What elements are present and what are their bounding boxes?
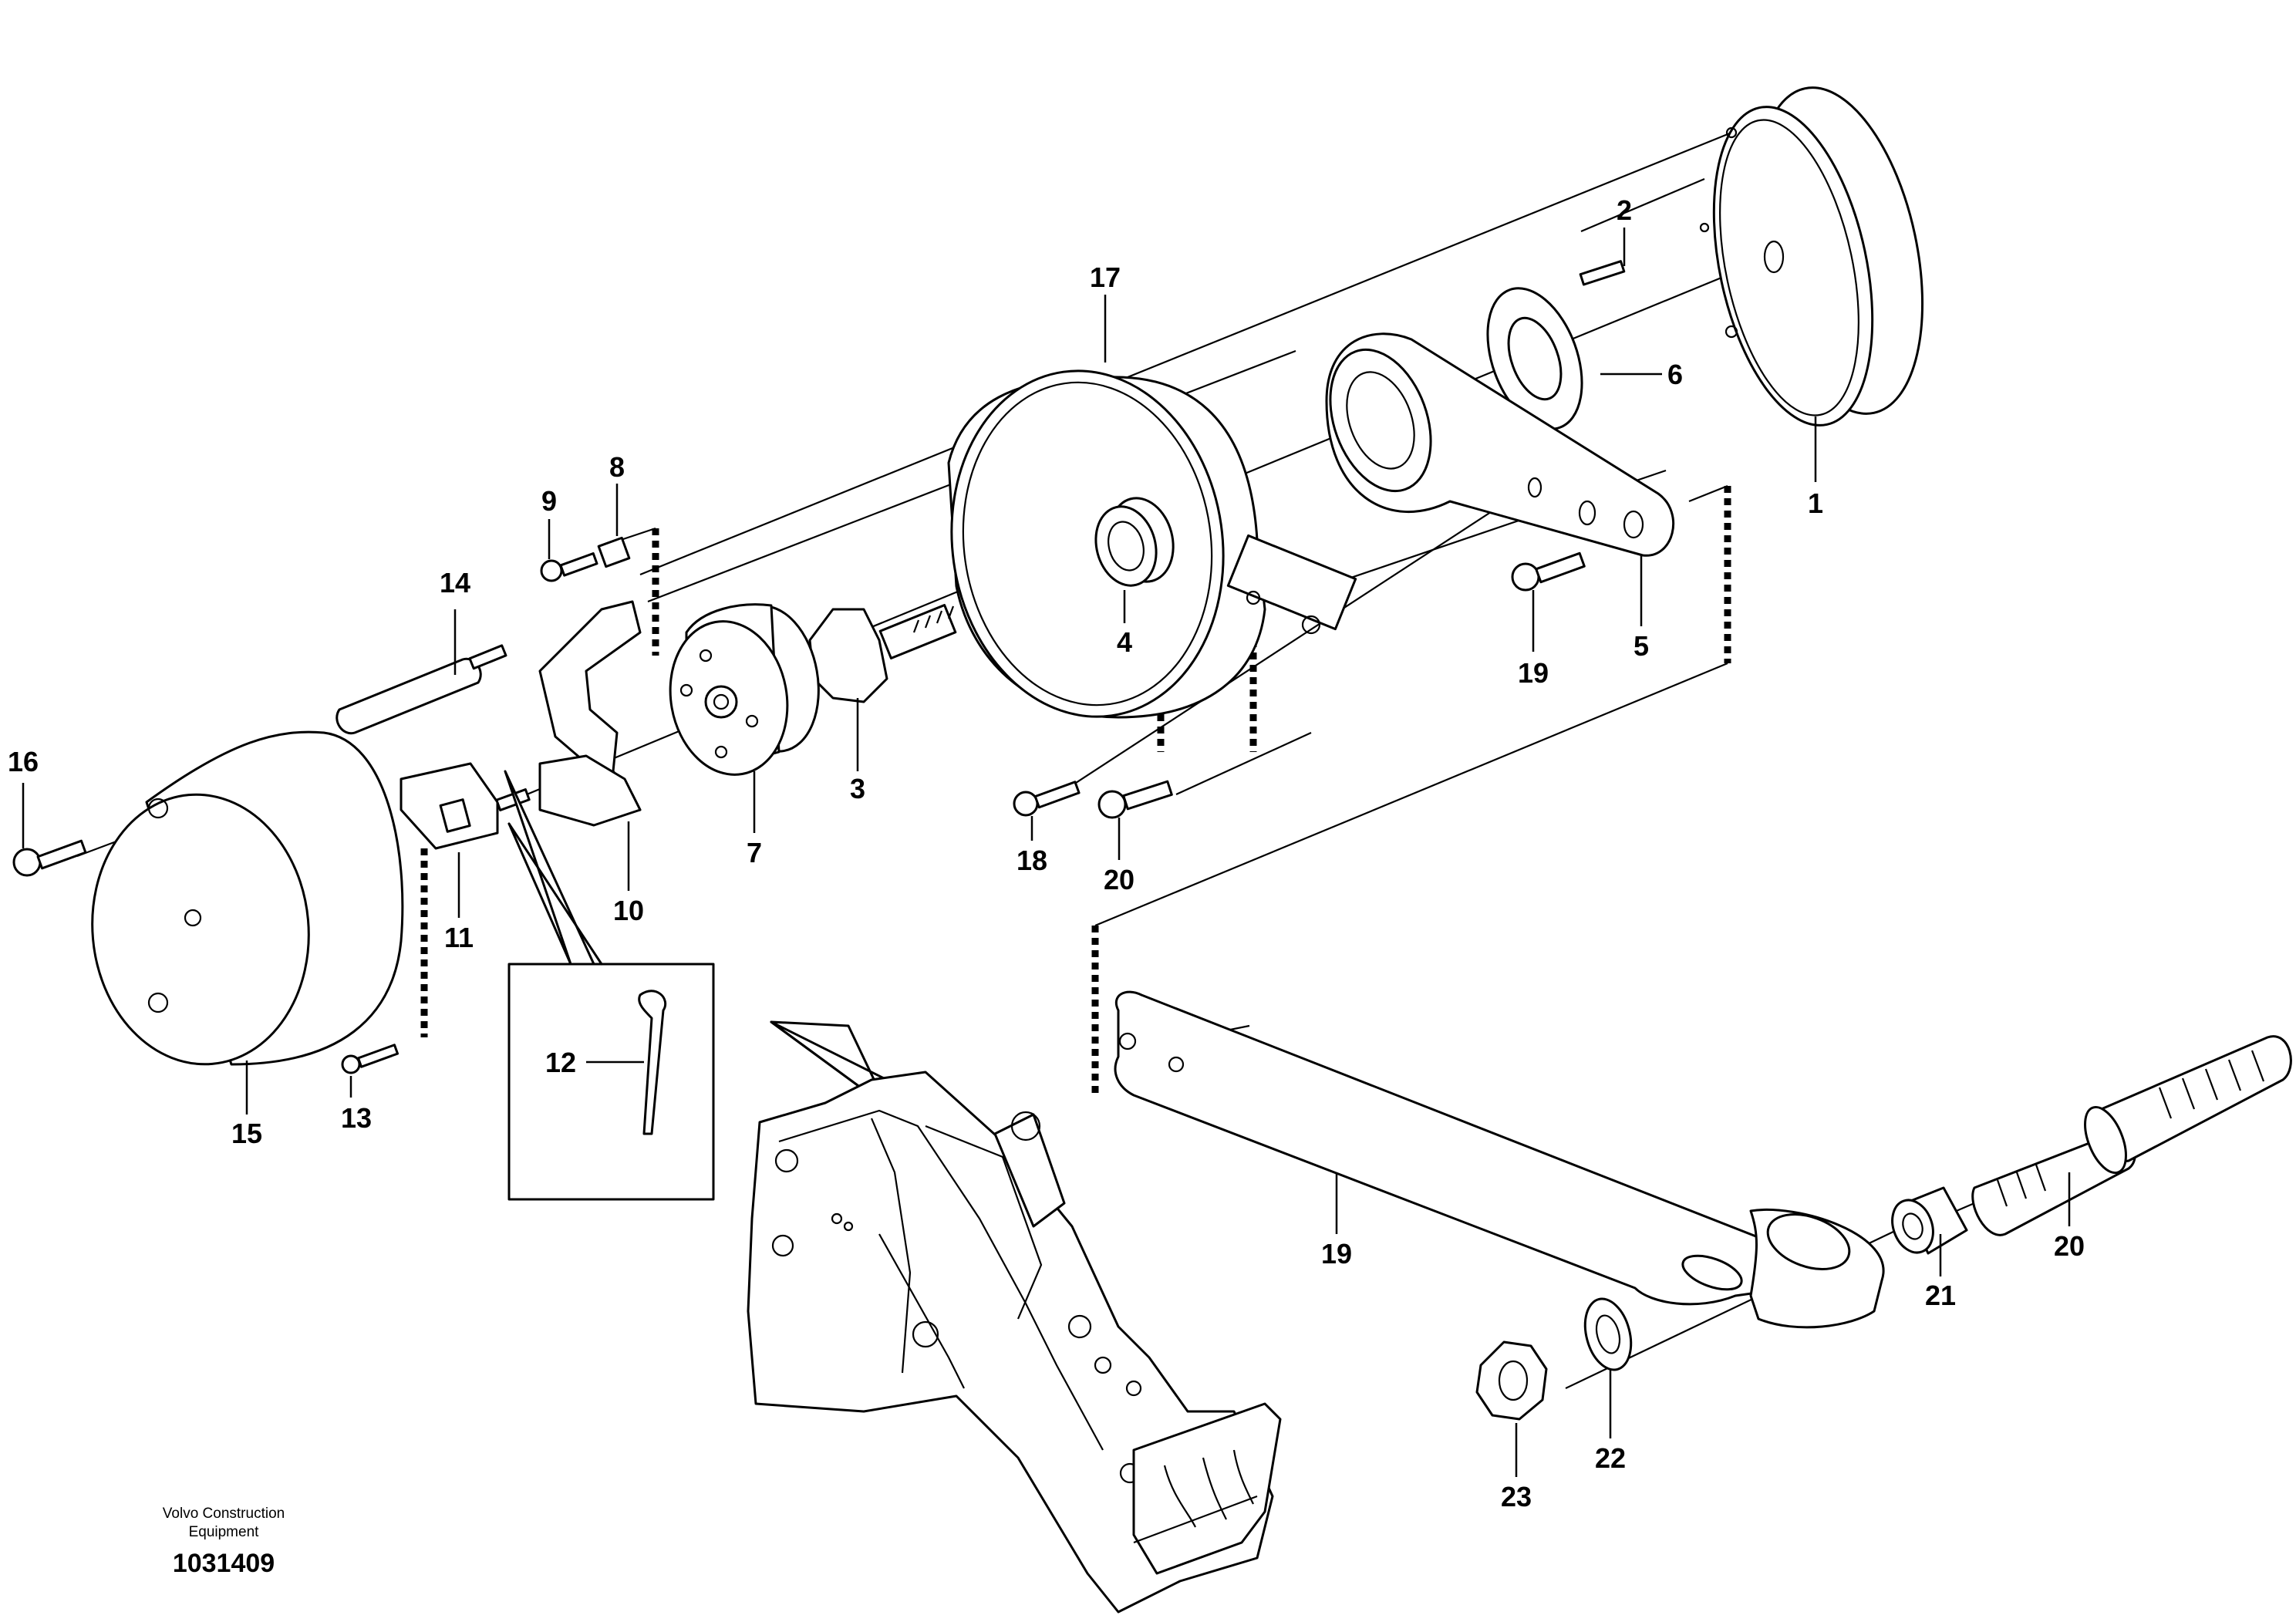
part-4-bushing [1094,497,1175,587]
part-11-sensor [400,762,531,850]
callout-22: 21 [1925,1280,1956,1311]
credit-line-1: Volvo Construction [163,1506,285,1522]
callout-labels: 1 2 3 4 5 6 7 8 9 10 11 12 13 14 15 16 1… [8,194,2085,1512]
callout-16: 16 [8,746,39,777]
part-13-screw [341,1044,400,1074]
part-9-screw [540,552,598,582]
callout-18: 18 [1017,845,1047,876]
part-3-knob-bolt [808,604,957,703]
callout-20-lower: 20 [1104,864,1135,895]
part-6-washer [1486,287,1583,430]
detail-box-12 [504,770,715,1201]
part-18-bolt [1013,781,1081,817]
callout-13: 13 [341,1102,372,1134]
callout-10: 10 [613,895,644,926]
callout-8: 8 [609,451,625,483]
callout-7: 7 [747,837,762,868]
callout-14: 14 [440,567,470,599]
callout-3: 3 [850,773,865,804]
part-5-bearing-bracket [1325,332,1675,557]
part-16-bolt [12,839,87,877]
part-24-nut [1475,1340,1548,1421]
part-2-pin [1579,260,1626,286]
part-20-bolt-b [1511,551,1586,592]
part-14-stud [335,644,507,735]
callout-24: 23 [1501,1481,1532,1512]
callout-11: 11 [444,922,474,953]
callout-6: 6 [1667,359,1683,390]
callout-leaders [22,228,2071,1477]
part-1-disc [1699,86,1924,427]
callout-12: 12 [545,1047,576,1078]
part-21-threaded-pin [1971,1035,2292,1236]
callout-4: 4 [1117,626,1132,658]
callout-23: 22 [1595,1442,1626,1474]
part-8-spacer [597,536,631,568]
callout-21: 20 [2054,1230,2085,1262]
callout-15: 15 [231,1118,262,1149]
callout-9: 9 [541,485,557,517]
footer: Volvo Construction Equipment 1031409 [163,1506,285,1578]
callout-5: 5 [1633,630,1649,662]
part-10-bracket [538,600,642,827]
machine-overview [747,1020,1282,1614]
document-number: 1031409 [173,1549,275,1578]
callout-1: 1 [1808,487,1823,519]
part-19-lever [1114,990,1885,1329]
credit-line-2: Equipment [189,1524,260,1540]
callout-19: 19 [1321,1238,1352,1270]
part-20-bolt-a [1097,780,1173,819]
part-23-washer [1583,1297,1633,1371]
part-22-spacer [1891,1186,1968,1255]
callout-2: 2 [1617,194,1632,226]
part-15-cover [91,730,404,1066]
callout-20-upper: 19 [1518,657,1549,689]
callout-17: 17 [1090,261,1121,293]
part-7-hub [669,603,820,776]
